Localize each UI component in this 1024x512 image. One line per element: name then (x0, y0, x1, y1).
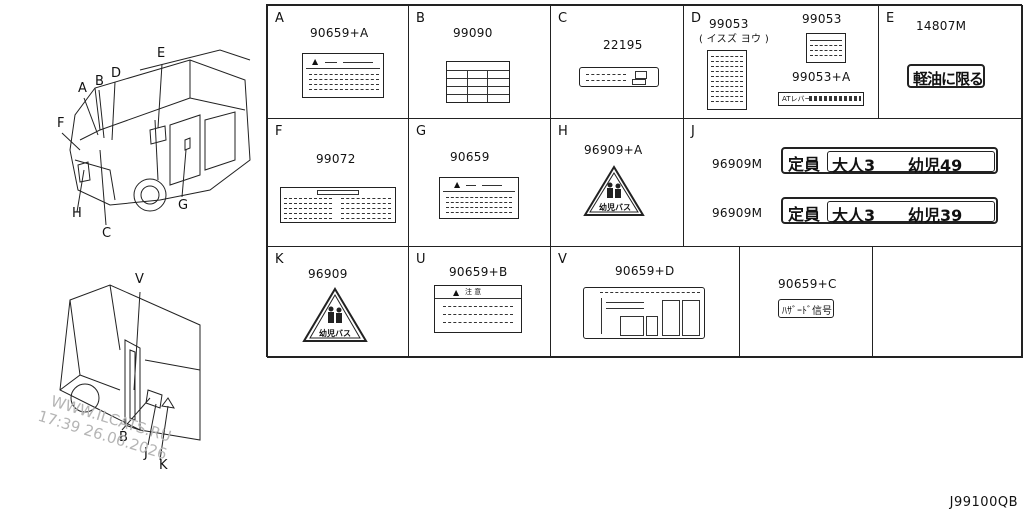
cell-letter: C (558, 11, 568, 26)
callout-front-g: G (178, 198, 189, 213)
plate-child: 幼児49 (908, 156, 963, 175)
cell-h[interactable]: H 96909+A 幼児バス (550, 118, 684, 247)
cell-letter: B (416, 11, 425, 26)
callout-front-e: E (157, 46, 166, 61)
sticker-text: 軽油に限る (913, 70, 984, 88)
part-number-3: 99053+A (792, 70, 851, 84)
dense-text-sticker (280, 187, 396, 223)
plate-adult: 大人3 (832, 206, 876, 225)
part-number: 14807M (916, 19, 967, 33)
part-number: 90659 (450, 150, 490, 164)
cell-c2[interactable]: 90659+C ﾊｻﾞｰﾄﾞ信号 (739, 246, 873, 358)
cell-v[interactable]: V 90659+D (550, 246, 740, 358)
sticker-text: ATレバー (782, 95, 812, 103)
part-number: 90659+B (449, 265, 508, 279)
cell-c[interactable]: C 22195 (550, 5, 684, 119)
part-number: 96909 (308, 267, 348, 281)
callout-rear-k: K (159, 458, 168, 473)
at-lever-sticker: ATレバー (778, 92, 864, 106)
rear-vehicle-illustration (59, 284, 201, 461)
front-vehicle-illustration (61, 49, 251, 226)
label-parts-grid: A 90659+A ▲ B 99090 C 22195 (266, 4, 1023, 358)
part-number-2: 99053 (802, 12, 842, 26)
cell-letter: J (691, 124, 695, 139)
part-number: 96909M (712, 157, 763, 171)
caution-label-sticker: ▲ (302, 53, 384, 98)
plate-label: 定員 (788, 205, 821, 224)
callout-front-d: D (111, 66, 122, 81)
cell-empty (872, 246, 1023, 358)
caution-label-sticker: ▲ 注 意 (434, 285, 522, 333)
callout-front-h: H (72, 206, 82, 221)
cell-letter: G (416, 124, 427, 139)
sticker-text: 注 意 (465, 288, 482, 296)
callout-front-c: C (102, 226, 112, 241)
cell-d[interactable]: D 99053 ( イスズ ヨウ ) 99053 99053+A ATレバー (683, 5, 879, 119)
cell-e[interactable]: E 14807M 軽油に限る (878, 5, 1023, 119)
plate-child: 幼児39 (908, 206, 963, 225)
child-bus-triangle-icon (583, 165, 645, 216)
capacity-plate-39: 定員 大人3 幼児39 (781, 197, 998, 225)
capacity-plate-49: 定員 大人3 幼児49 (781, 147, 998, 175)
sticker-text: ﾊｻﾞｰﾄﾞ信号 (782, 306, 832, 317)
diagram-code: J99100QB (949, 495, 1018, 510)
callout-rear-b: B (119, 430, 128, 445)
callout-rear-v: V (135, 272, 144, 287)
child-bus-triangle-icon (302, 287, 368, 342)
small-grid-sticker (806, 33, 846, 63)
part-number: 99053 (709, 17, 749, 31)
caution-label-sticker: ▲ (439, 177, 519, 219)
plate-adult: 大人3 (832, 156, 876, 175)
callout-front-b: B (95, 74, 104, 89)
info-strip-sticker (579, 67, 659, 87)
part-number: 96909+A (584, 143, 643, 157)
cell-letter: K (275, 252, 284, 267)
cell-g[interactable]: G 90659 ▲ (408, 118, 551, 247)
callout-rear-j: J (144, 446, 148, 461)
cell-u[interactable]: U 90659+B ▲ 注 意 (408, 246, 551, 358)
manual-text-sticker (707, 50, 747, 110)
cell-letter: F (275, 124, 283, 139)
sticker-text: 幼児バス (319, 329, 351, 338)
emergency-door-sticker (583, 287, 705, 339)
callout-front-a: A (78, 81, 87, 96)
callout-front-f: F (57, 116, 65, 131)
diesel-only-sticker: 軽油に限る (907, 64, 985, 88)
part-note: ( イスズ ヨウ ) (699, 34, 770, 45)
cell-b[interactable]: B 99090 (408, 5, 551, 119)
part-number: 99090 (453, 26, 493, 40)
cell-letter: A (275, 11, 284, 26)
hazard-signal-sticker: ﾊｻﾞｰﾄﾞ信号 (778, 299, 834, 318)
cell-k[interactable]: K 96909 幼児バス (267, 246, 409, 358)
cell-letter: H (558, 124, 568, 139)
part-number: 99072 (316, 152, 356, 166)
part-number: 22195 (603, 38, 643, 52)
part-number: 90659+C (778, 277, 837, 291)
sticker-text: 幼児バス (599, 203, 631, 212)
part-number: 90659+A (310, 26, 369, 40)
cell-f[interactable]: F 99072 (267, 118, 409, 247)
plate-label: 定員 (788, 155, 821, 174)
cell-letter: D (691, 11, 702, 26)
cell-a[interactable]: A 90659+A ▲ (267, 5, 409, 119)
cell-j[interactable]: J 96909M 定員 大人3 幼児49 96909M 定員 大人3 幼児39 (683, 118, 1023, 247)
spec-table-sticker (446, 61, 510, 103)
cell-letter: E (886, 11, 895, 26)
cell-letter: V (558, 252, 567, 267)
part-number: 90659+D (615, 264, 675, 278)
cell-letter: U (416, 252, 426, 267)
part-number-2: 96909M (712, 206, 763, 220)
